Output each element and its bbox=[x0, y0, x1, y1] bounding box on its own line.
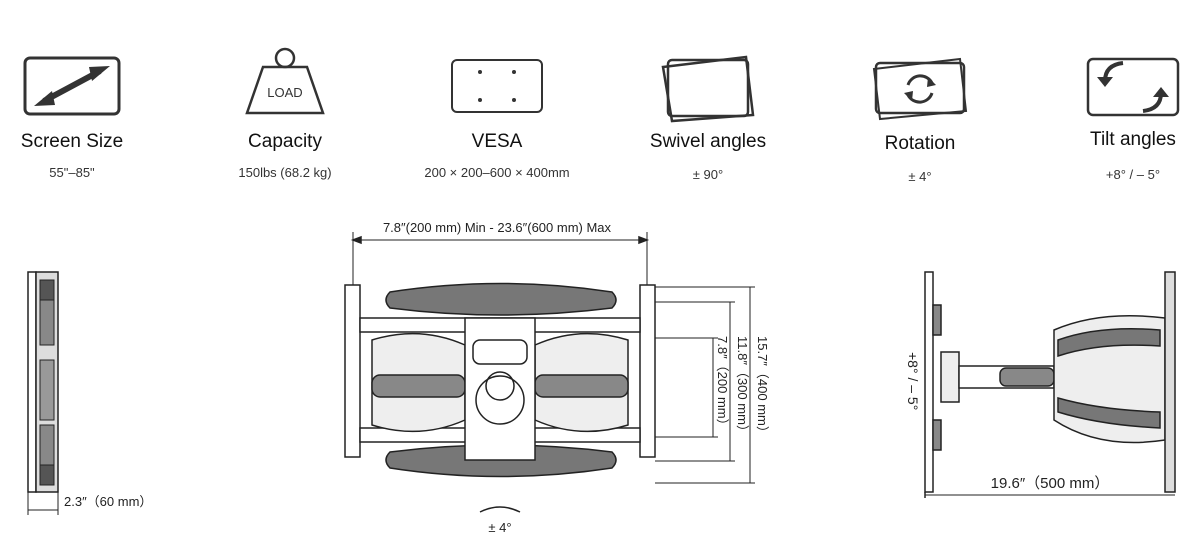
spec-value: 150lbs (68.2 kg) bbox=[238, 165, 332, 180]
spec-title: Capacity bbox=[248, 131, 322, 152]
height-200-label: 7.8″（200 mm） bbox=[715, 336, 730, 432]
spec-capacity: LOAD Capacity 150lbs (68.2 kg) bbox=[185, 45, 385, 180]
swivel-icon bbox=[661, 55, 755, 123]
rotation-icon bbox=[872, 57, 968, 121]
tilt-label: +8° / – 5° bbox=[905, 352, 921, 410]
spec-title: Rotation bbox=[884, 133, 956, 154]
spec-screen-size: Screen Size 55"–85" bbox=[0, 55, 172, 180]
spec-swivel: Swivel angles ± 90° bbox=[608, 55, 808, 182]
width-range-label: 7.8″(200 mm) Min - 23.6″(600 mm) Max bbox=[383, 220, 612, 235]
spec-title: VESA bbox=[471, 131, 523, 152]
spec-tilt: Tilt angles +8° / – 5° bbox=[1033, 55, 1200, 182]
spec-value: 55"–85" bbox=[49, 165, 95, 180]
spec-title: Tilt angles bbox=[1090, 129, 1176, 150]
weight-icon: LOAD bbox=[245, 47, 325, 115]
spec-rotation: Rotation ± 4° bbox=[820, 55, 1020, 184]
front-view-mount bbox=[344, 232, 755, 513]
spec-vesa: VESA 200 × 200–600 × 400mm bbox=[397, 55, 597, 180]
height-400-label: 15.7″（400 mm） bbox=[755, 336, 770, 439]
spec-value: ± 90° bbox=[692, 167, 724, 182]
extension-label: 19.6″（500 mm） bbox=[991, 475, 1110, 492]
side-view-wall-plate bbox=[27, 271, 59, 515]
vesa-plate-icon bbox=[451, 59, 543, 113]
wall-depth-label: 2.3″（60 mm） bbox=[64, 494, 152, 509]
spec-title: Swivel angles bbox=[649, 131, 767, 152]
spec-value: 200 × 200–600 × 400mm bbox=[424, 165, 570, 180]
tilt-icon bbox=[1086, 57, 1180, 117]
height-300-label: 11.8″（300 mm） bbox=[735, 336, 750, 438]
diagonal-arrow-icon bbox=[23, 56, 121, 116]
load-label: LOAD bbox=[267, 85, 302, 100]
spec-value: ± 4° bbox=[908, 169, 932, 184]
rotation-label: ± 4° bbox=[488, 520, 511, 535]
spec-title: Screen Size bbox=[20, 131, 124, 152]
side-view-extended bbox=[924, 271, 1176, 498]
spec-value: +8° / – 5° bbox=[1105, 167, 1161, 182]
